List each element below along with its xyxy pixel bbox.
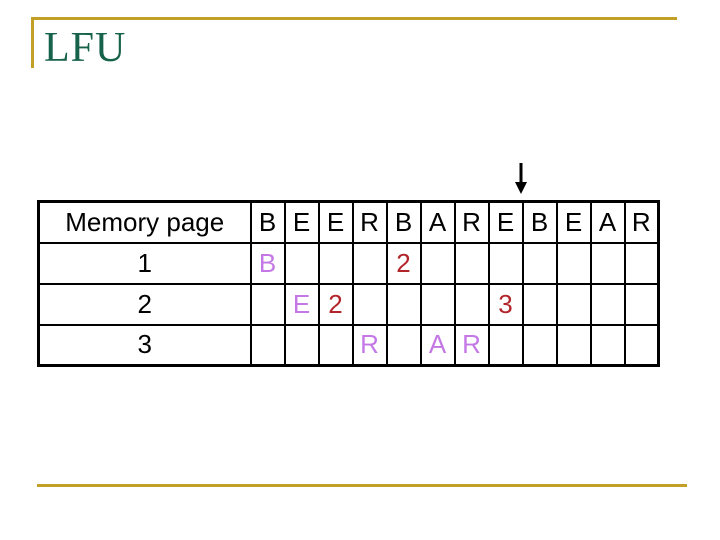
reference-letter-7: R [453, 200, 490, 244]
trace-cell: E [283, 282, 320, 326]
empty-cell [453, 282, 490, 326]
empty-cell [385, 282, 422, 326]
empty-cell [419, 282, 456, 326]
reference-letter-5: B [385, 200, 422, 244]
empty-cell [283, 241, 320, 285]
empty-cell [623, 282, 660, 326]
empty-cell [623, 241, 660, 285]
frame-label: 3 [37, 323, 252, 367]
reference-letter-3: E [317, 200, 354, 244]
bottom-accent-line [37, 484, 687, 487]
trace-cell: 2 [385, 241, 422, 285]
empty-cell [317, 323, 354, 367]
empty-cell [351, 282, 388, 326]
empty-cell [453, 241, 490, 285]
reference-letter-6: A [419, 200, 456, 244]
frame-label: 2 [37, 282, 252, 326]
reference-letter-9: B [521, 200, 558, 244]
empty-cell [385, 323, 422, 367]
empty-cell [589, 282, 626, 326]
trace-cell: 3 [487, 282, 524, 326]
slide-title: LFU [44, 25, 127, 71]
frame-label: 1 [37, 241, 252, 285]
empty-cell [589, 323, 626, 367]
trace-cell: 2 [317, 282, 354, 326]
reference-letter-12: R [623, 200, 660, 244]
trace-cell: B [249, 241, 286, 285]
down-arrow-icon [513, 163, 529, 195]
top-accent-line [31, 17, 677, 20]
empty-cell [521, 241, 558, 285]
reference-letter-10: E [555, 200, 592, 244]
left-accent-line [31, 17, 34, 68]
empty-cell [555, 323, 592, 367]
empty-cell [249, 282, 286, 326]
empty-cell [521, 323, 558, 367]
trace-cell: R [351, 323, 388, 367]
reference-letter-11: A [589, 200, 626, 244]
reference-letter-2: E [283, 200, 320, 244]
reference-letter-1: B [249, 200, 286, 244]
memory-page-header: Memory page [37, 200, 252, 244]
empty-cell [555, 241, 592, 285]
empty-cell [555, 282, 592, 326]
empty-cell [283, 323, 320, 367]
empty-cell [249, 323, 286, 367]
trace-cell: A [419, 323, 456, 367]
empty-cell [623, 323, 660, 367]
empty-cell [317, 241, 354, 285]
empty-cell [487, 323, 524, 367]
empty-cell [351, 241, 388, 285]
empty-cell [521, 282, 558, 326]
empty-cell [419, 241, 456, 285]
down-arrow-svg [515, 163, 527, 194]
reference-letter-8: E [487, 200, 524, 244]
empty-cell [589, 241, 626, 285]
trace-cell: R [453, 323, 490, 367]
reference-letter-4: R [351, 200, 388, 244]
empty-cell [487, 241, 524, 285]
